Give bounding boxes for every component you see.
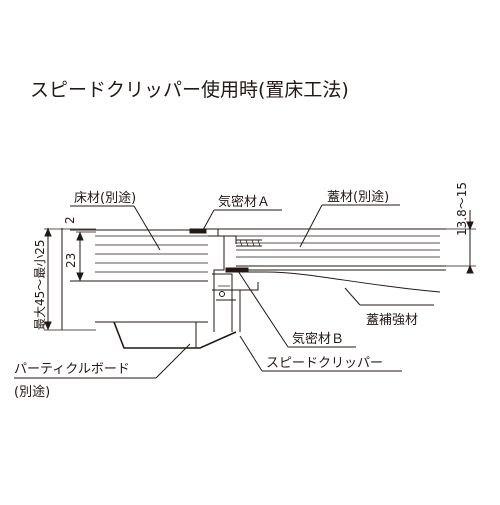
leader-lines [14, 204, 434, 379]
dimension-lines-left [44, 227, 96, 331]
dimension-lines-right [446, 210, 476, 274]
label-floor-material: 床材(別途) [74, 190, 136, 206]
label-airtight-a: 気密材Ａ [218, 194, 270, 210]
dim-min-max: 最大45～最小25 [33, 239, 47, 330]
label-airtight-b: 気密材Ｂ [292, 331, 344, 347]
label-lid-material: 蓋材(別途) [327, 189, 389, 205]
dim-top-gap: 2 [63, 216, 77, 224]
diagram-title: スピードクリッパー使用時(置床工法) [30, 79, 349, 101]
lid-reinforcement [246, 271, 441, 293]
label-lid-reinforcement: 蓋補強材 [366, 313, 418, 328]
particle-board-bracket [113, 321, 237, 349]
dim-lid-thickness: 13.8～15 [455, 182, 469, 236]
label-speed-clipper: スピードクリッパー [266, 356, 383, 371]
speed-clipper-part [208, 235, 262, 332]
dim-board-thickness: 23 [64, 253, 78, 268]
lid-material [218, 228, 446, 271]
floor-material [70, 229, 208, 323]
label-particle-board-note: (別途) [14, 384, 50, 400]
label-particle-board: パーティクルボード [14, 362, 130, 377]
airtight-material-a [189, 228, 219, 236]
